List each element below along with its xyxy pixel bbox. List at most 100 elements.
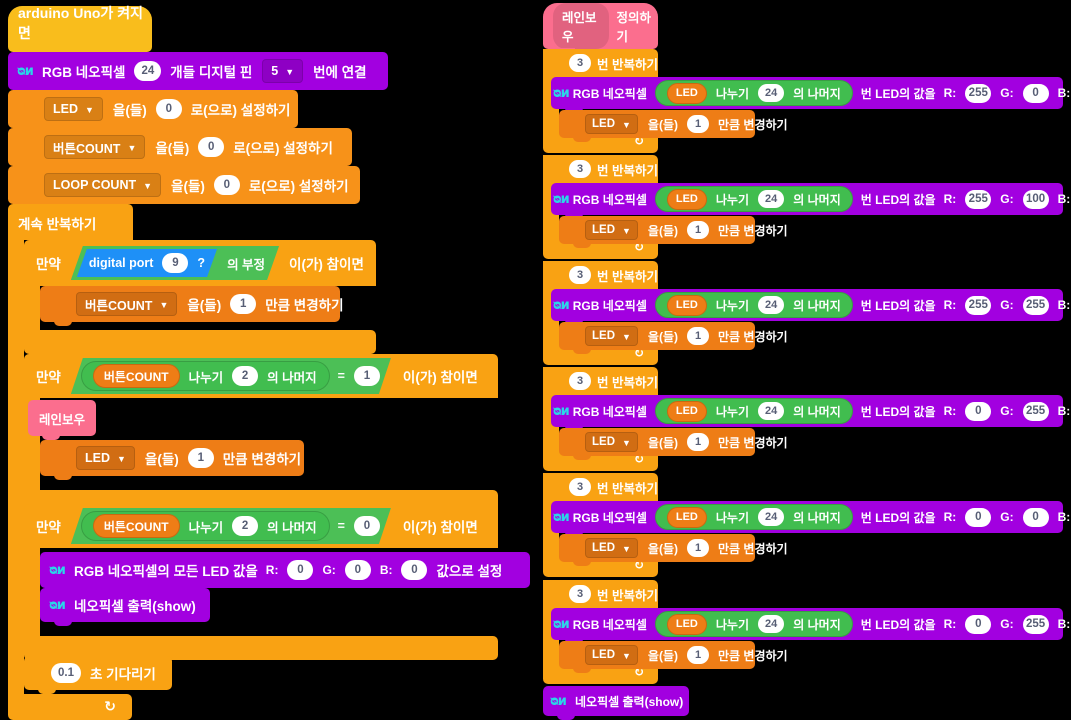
set-loopcount-value-input[interactable]: 0 xyxy=(213,175,240,195)
neopixel-set-pixel-block-4[interactable]: ᴓᴎ RGB 네오픽셀 LED 나누기 24 의 나머지 번 LED의 값을 R… xyxy=(551,501,1070,537)
change-led-value-2[interactable]: 1 xyxy=(687,327,709,345)
change-led-value-4[interactable]: 1 xyxy=(687,539,709,557)
equals-compare-input-1[interactable]: 1 xyxy=(354,366,380,386)
np5-divisor-input[interactable]: 24 xyxy=(758,615,785,633)
wait-block[interactable]: 0.1 초 기다리기 xyxy=(24,656,172,694)
neopixel-set-pixel-block-2[interactable]: ᴓᴎ RGB 네오픽셀 LED 나누기 24 의 나머지 번 LED의 값을 R… xyxy=(551,289,1070,325)
np0-variable[interactable]: LED xyxy=(666,82,707,104)
neopixel-set-pixel-block-3[interactable]: ᴓᴎ RGB 네오픽셀 LED 나누기 24 의 나머지 번 LED의 값을 R… xyxy=(551,395,1070,431)
np1-divisor-input[interactable]: 24 xyxy=(758,190,785,208)
mod-operator-block-np2[interactable]: LED 나누기 24 의 나머지 xyxy=(654,292,853,318)
repeat-header-4[interactable]: 3 번 반복하기 xyxy=(543,473,658,501)
neopixel-pin-dropdown[interactable]: 5 ▼ xyxy=(262,59,304,83)
change-led-value-5[interactable]: 1 xyxy=(687,646,709,664)
np5-variable[interactable]: LED xyxy=(666,613,707,635)
repeat-count-input-0[interactable]: 3 xyxy=(569,54,591,72)
neopixel-set-all-block[interactable]: ᴓᴎ RGB 네오픽셀의 모든 LED 값을 R: 0 G: 0 B: 0 값으… xyxy=(40,552,530,592)
change-buttoncount-value-input[interactable]: 1 xyxy=(230,294,257,314)
np3-g-input[interactable]: 255 xyxy=(1022,401,1049,421)
neopixel-init-block[interactable]: ᴓᴎ RGB 네오픽셀 24 개들 디지털 핀 5 ▼ 번에 연결 xyxy=(8,52,388,94)
np3-variable[interactable]: LED xyxy=(666,400,707,422)
repeat-count-input-1[interactable]: 3 xyxy=(569,160,591,178)
np2-variable[interactable]: LED xyxy=(666,294,707,316)
repeat-header-2[interactable]: 3 번 반복하기 xyxy=(543,261,658,289)
mod-operator-block-np5[interactable]: LED 나누기 24 의 나머지 xyxy=(654,611,853,637)
hat-block-arduino-start[interactable]: arduino Uno가 켜지면 xyxy=(8,5,152,56)
set-variable-led-block[interactable]: LED ▼ 을(들) 0 로(으로) 설정하기 xyxy=(8,90,298,132)
repeat-count-input-3[interactable]: 3 xyxy=(569,372,591,390)
np3-divisor-input[interactable]: 24 xyxy=(758,402,785,420)
wait-seconds-input[interactable]: 0.1 xyxy=(51,663,81,683)
np2-r-input[interactable]: 255 xyxy=(965,295,992,315)
mod-variable-buttoncount-2[interactable]: 버튼COUNT xyxy=(93,514,180,538)
repeat-header-1[interactable]: 3 번 반복하기 xyxy=(543,155,658,183)
if2-header[interactable]: 만약 버튼COUNT 나누기 2 의 나머지 = 1 이(가) 참이면 xyxy=(24,354,498,398)
change-led-block-1[interactable]: LED ▼ 을(들) 1 만큼 변경하기 xyxy=(559,216,788,248)
change-led-block-main[interactable]: LED ▼ 을(들) 1 만큼 변경하기 xyxy=(40,440,304,480)
np1-g-input[interactable]: 100 xyxy=(1022,189,1049,209)
change-led-dropdown-4[interactable]: LED ▼ xyxy=(585,538,638,558)
equals-operator-block-1[interactable]: 버튼COUNT 나누기 2 의 나머지 = 1 xyxy=(71,358,391,394)
set-all-r-input[interactable]: 0 xyxy=(287,560,314,580)
neopixel-show-block-define[interactable]: ᴓᴎ 네오픽셀 출력(show) xyxy=(543,686,689,720)
np4-r-input[interactable]: 0 xyxy=(965,507,992,527)
set-led-value-input[interactable]: 0 xyxy=(155,99,182,119)
change-led-dropdown-2[interactable]: LED ▼ xyxy=(585,326,638,346)
define-hat-block-rainbow[interactable]: 레인보우 정의하기 xyxy=(543,3,658,53)
digital-port-sensing-block[interactable]: digital port 9 ? xyxy=(77,249,217,277)
mod-variable-buttoncount-1[interactable]: 버튼COUNT xyxy=(93,364,180,388)
neopixel-set-pixel-block-0[interactable]: ᴓᴎ RGB 네오픽셀 LED 나누기 24 의 나머지 번 LED의 값을 R… xyxy=(551,77,1070,113)
change-led-value-3[interactable]: 1 xyxy=(687,433,709,451)
change-led-block-3[interactable]: LED ▼ 을(들) 1 만큼 변경하기 xyxy=(559,428,788,460)
set-variable-buttoncount-block[interactable]: 버튼COUNT ▼ 을(들) 0 로(으로) 설정하기 xyxy=(8,128,352,170)
equals-operator-block-2[interactable]: 버튼COUNT 나누기 2 의 나머지 = 0 xyxy=(71,508,391,544)
neopixel-show-block-main[interactable]: ᴓᴎ 네오픽셀 출력(show) xyxy=(40,588,210,626)
neopixel-set-pixel-block-5[interactable]: ᴓᴎ RGB 네오픽셀 LED 나누기 24 의 나머지 번 LED의 값을 R… xyxy=(551,608,1070,644)
digital-port-pin-input[interactable]: 9 xyxy=(162,253,188,273)
equals-compare-input-2[interactable]: 0 xyxy=(354,516,380,536)
np1-r-input[interactable]: 255 xyxy=(965,189,992,209)
np3-r-input[interactable]: 0 xyxy=(965,401,992,421)
if1-header[interactable]: 만약 digital port 9 ? 의 부정 이(가) 참이면 xyxy=(24,240,376,286)
repeat-header-3[interactable]: 3 번 반복하기 xyxy=(543,367,658,395)
change-buttoncount-variable-dropdown[interactable]: 버튼COUNT ▼ xyxy=(76,292,178,316)
repeat-count-input-4[interactable]: 3 xyxy=(569,478,591,496)
mod-operator-block-np4[interactable]: LED 나누기 24 의 나머지 xyxy=(654,504,853,530)
change-led-value-input-main[interactable]: 1 xyxy=(187,448,214,468)
repeat-header-5[interactable]: 3 번 반복하기 xyxy=(543,580,658,608)
change-led-dropdown-3[interactable]: LED ▼ xyxy=(585,432,638,452)
neopixel-set-pixel-block-1[interactable]: ᴓᴎ RGB 네오픽셀 LED 나누기 24 의 나머지 번 LED의 값을 R… xyxy=(551,183,1070,219)
np5-r-input[interactable]: 0 xyxy=(965,614,992,634)
change-led-block-5[interactable]: LED ▼ 을(들) 1 만큼 변경하기 xyxy=(559,641,788,673)
not-operator-block[interactable]: digital port 9 ? 의 부정 xyxy=(71,246,279,280)
set-loopcount-variable-dropdown[interactable]: LOOP COUNT ▼ xyxy=(44,173,162,197)
np5-g-input[interactable]: 255 xyxy=(1022,614,1049,634)
repeat-count-input-5[interactable]: 3 xyxy=(569,585,591,603)
np0-r-input[interactable]: 255 xyxy=(965,83,992,103)
np0-g-input[interactable]: 0 xyxy=(1022,83,1049,103)
np4-g-input[interactable]: 0 xyxy=(1022,507,1049,527)
set-variable-loopcount-block[interactable]: LOOP COUNT ▼ 을(들) 0 로(으로) 설정하기 xyxy=(8,166,360,208)
mod-operator-block-1[interactable]: 버튼COUNT 나누기 2 의 나머지 xyxy=(81,361,330,391)
set-led-variable-dropdown[interactable]: LED ▼ xyxy=(44,97,103,121)
np4-variable[interactable]: LED xyxy=(666,506,707,528)
call-custom-block-rainbow[interactable]: 레인보우 xyxy=(28,400,96,440)
forever-header[interactable]: 계속 반복하기 xyxy=(8,204,133,240)
change-led-dropdown-0[interactable]: LED ▼ xyxy=(585,114,638,134)
change-led-dropdown-5[interactable]: LED ▼ xyxy=(585,645,638,665)
if3-header[interactable]: 만약 버튼COUNT 나누기 2 의 나머지 = 0 이(가) 참이면 xyxy=(24,504,498,548)
change-led-variable-dropdown-main[interactable]: LED ▼ xyxy=(76,446,135,470)
mod-operator-block-np1[interactable]: LED 나누기 24 의 나머지 xyxy=(654,186,853,212)
mod-operator-block-np3[interactable]: LED 나누기 24 의 나머지 xyxy=(654,398,853,424)
set-buttoncount-variable-dropdown[interactable]: 버튼COUNT ▼ xyxy=(44,135,146,159)
np0-divisor-input[interactable]: 24 xyxy=(758,84,785,102)
change-led-block-0[interactable]: LED ▼ 을(들) 1 만큼 변경하기 xyxy=(559,110,788,142)
np2-g-input[interactable]: 255 xyxy=(1022,295,1049,315)
change-led-value-0[interactable]: 1 xyxy=(687,115,709,133)
np2-divisor-input[interactable]: 24 xyxy=(758,296,785,314)
neopixel-count-input[interactable]: 24 xyxy=(134,61,162,81)
mod-divisor-input-1[interactable]: 2 xyxy=(232,366,258,386)
np4-divisor-input[interactable]: 24 xyxy=(758,508,785,526)
change-led-value-1[interactable]: 1 xyxy=(687,221,709,239)
